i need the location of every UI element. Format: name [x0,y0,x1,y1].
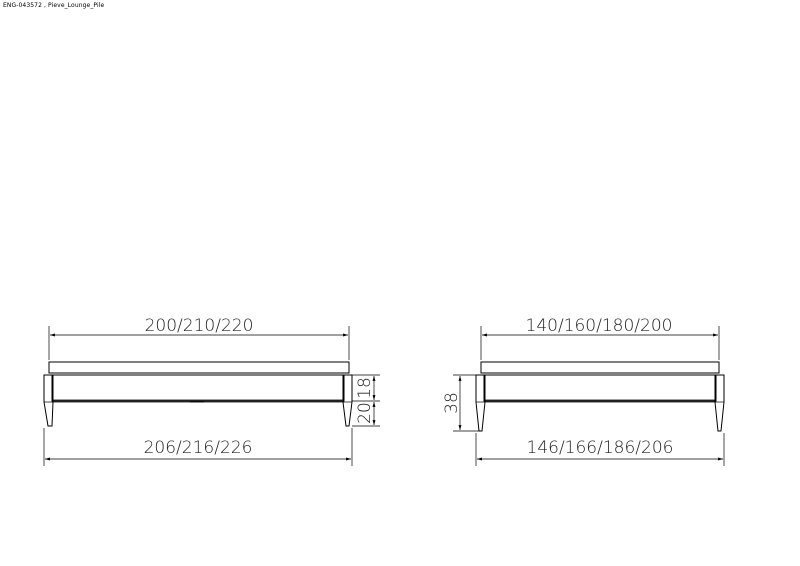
front-top-width-label: 140/160/180/200 [526,316,673,336]
side-top-dimension: 200/210/220 [48,316,350,360]
drawing-header: ENG-043572 , Pieve_Lounge_Pile [3,2,105,9]
front-height-dimension: 38 [442,374,480,432]
side-frame-rail [51,374,345,402]
front-bottom-dimension: 146/166/186/206 [475,433,725,466]
frame-height-label: 18 [355,377,375,399]
front-view: 140/160/180/200 38 146/166/186/206 [442,316,725,466]
side-mattress [48,361,350,374]
side-bottom-dimension: 206/216/226 [43,428,353,466]
side-bottom-length-label: 206/216/226 [144,438,253,458]
front-frame-rail [483,374,717,402]
front-mattress [480,361,720,374]
side-height-dimensions: 18 20 [352,374,380,427]
side-top-length-label: 200/210/220 [145,316,254,336]
front-bottom-width-label: 146/166/186/206 [527,438,674,458]
leg-height-label: 20 [355,402,375,424]
total-height-label: 38 [442,392,462,414]
side-view: 200/210/220 18 20 206/216/2 [43,316,380,466]
front-top-dimension: 140/160/180/200 [480,316,720,360]
